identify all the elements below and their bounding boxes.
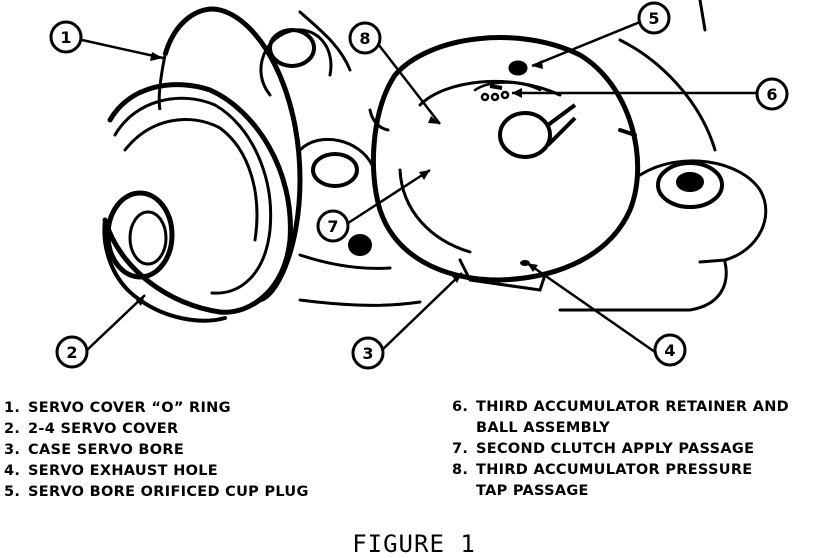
servo-cover bbox=[102, 82, 293, 323]
leader-arrowheads bbox=[136, 52, 543, 306]
svg-text:8: 8 bbox=[359, 29, 370, 48]
servo-diagram: 1 2 3 4 5 6 7 8 bbox=[49, 0, 789, 370]
callout-4: 4 bbox=[653, 333, 687, 367]
legend-item-3: 3.CASE SERVO BORE bbox=[4, 442, 185, 458]
svg-text:5: 5 bbox=[648, 9, 659, 28]
legend-left-column: 1.SERVO COVER “O” RING 2.2-4 SERVO COVER… bbox=[4, 398, 424, 503]
callout-6: 6 bbox=[755, 77, 789, 111]
callout-5: 5 bbox=[637, 1, 671, 35]
legend-right-column: 6.THIRD ACCUMULATOR RETAINER AND BALL AS… bbox=[452, 397, 830, 502]
callout-1: 1 bbox=[49, 20, 83, 54]
callout-2: 2 bbox=[55, 335, 89, 369]
svg-text:2: 2 bbox=[66, 343, 77, 362]
bore-center-boss bbox=[498, 103, 577, 159]
legend-item-7: 7.SECOND CLUTCH APPLY PASSAGE bbox=[452, 441, 755, 457]
svg-text:1: 1 bbox=[60, 28, 71, 47]
legend-item-4: 4.SERVO EXHAUST HOLE bbox=[4, 463, 219, 479]
legend-item-6: 6.THIRD ACCUMULATOR RETAINER AND BALL AS… bbox=[452, 399, 790, 436]
case-servo-bore bbox=[370, 35, 641, 292]
leader-lines bbox=[81, 20, 757, 354]
svg-text:7: 7 bbox=[327, 217, 338, 236]
callout-8: 8 bbox=[348, 21, 382, 55]
callout-3: 3 bbox=[351, 336, 385, 370]
legend-item-1: 1.SERVO COVER “O” RING bbox=[4, 400, 231, 416]
legend-item-2: 2.2-4 SERVO COVER bbox=[4, 421, 179, 437]
svg-text:6: 6 bbox=[766, 85, 777, 104]
accumulator-retainer bbox=[480, 84, 510, 102]
case-bolt-bosses bbox=[268, 28, 724, 256]
legend-item-8: 8.THIRD ACCUMULATOR PRESSURE TAP PASSAGE bbox=[452, 462, 753, 499]
svg-text:4: 4 bbox=[664, 341, 675, 360]
orificed-cup-plug bbox=[508, 60, 528, 76]
servo-cover-o-ring bbox=[157, 6, 303, 303]
callout-7: 7 bbox=[316, 209, 350, 243]
figure-caption: FIGURE 1 bbox=[352, 530, 476, 558]
svg-text:3: 3 bbox=[362, 344, 373, 363]
legend-item-5: 5.SERVO BORE ORIFICED CUP PLUG bbox=[4, 484, 309, 500]
